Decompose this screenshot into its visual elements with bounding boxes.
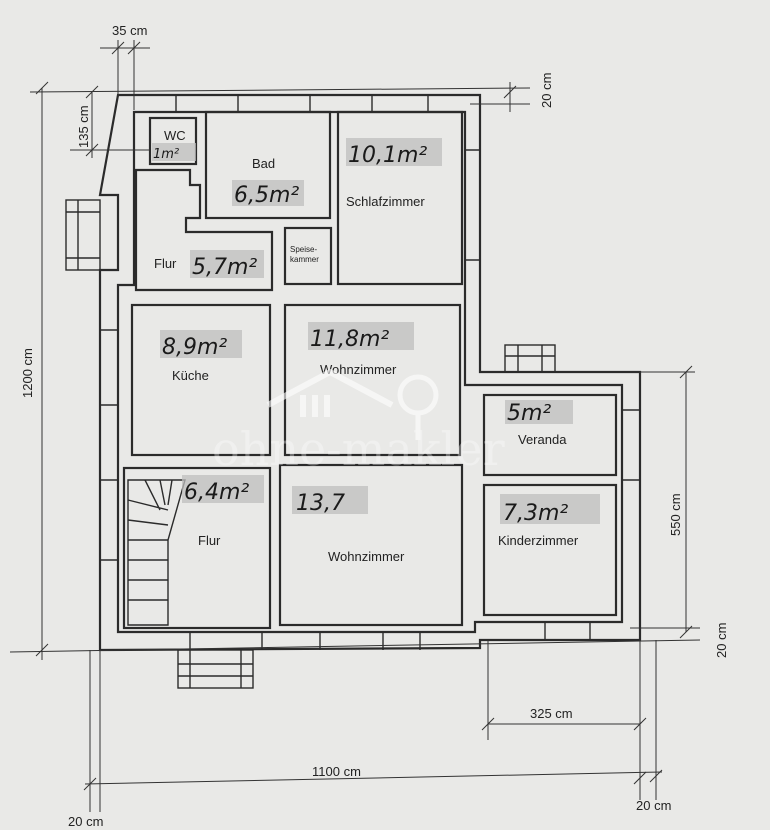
- room-kinderzimmer: [482, 483, 618, 617]
- room-flur-top: [134, 168, 274, 292]
- area-schlafzimmer: 10,1m²: [348, 143, 427, 168]
- room-wc: [148, 116, 198, 166]
- label-kinderzimmer: Kinderzimmer: [498, 533, 579, 548]
- label-flur-top: Flur: [154, 256, 177, 271]
- area-veranda: 5m²: [507, 401, 551, 426]
- dim-135: 135 cm: [76, 105, 91, 148]
- area-values: 1m² 6,5m² 10,1m² 5,7m² 8,9m² 11,8m² 5m² …: [153, 143, 568, 526]
- dim-20-top: 20 cm: [539, 73, 554, 108]
- area-kinderzimmer: 7,3m²: [503, 501, 568, 526]
- dim-35: 35 cm: [112, 23, 147, 38]
- dimension-lines: [9, 40, 701, 812]
- watermark: ohne-makler: [212, 368, 505, 476]
- exterior-steps: [65, 199, 556, 689]
- room-flur-bottom: [122, 466, 272, 630]
- room-wohnzimmer-bottom: [278, 463, 464, 627]
- label-schlafzimmer: Schlafzimmer: [346, 194, 425, 209]
- dim-20-bottom-right: 20 cm: [636, 798, 671, 813]
- dim-550: 550 cm: [668, 493, 683, 536]
- label-speisekammer-1: Speise-: [290, 245, 317, 254]
- outer-walls: [98, 93, 642, 652]
- dim-325: 325 cm: [530, 706, 573, 721]
- room-schlafzimmer: [336, 110, 464, 286]
- label-wohnzimmer-top: Wohnzimmer: [320, 362, 397, 377]
- area-flur-top: 5,7m²: [192, 255, 257, 280]
- dim-20-right: 20 cm: [714, 623, 729, 658]
- label-speisekammer-2: kammer: [290, 255, 319, 264]
- room-labels: WC Bad Schlafzimmer Flur Speise- kammer …: [154, 128, 579, 564]
- watermark-text: ohne-makler: [212, 422, 505, 476]
- staircase: [127, 479, 186, 626]
- dim-1100: 1100 cm: [312, 764, 361, 779]
- dimension-labels: 35 cm 20 cm 135 cm 1200 cm 550 cm 20 cm …: [20, 23, 729, 829]
- label-bad: Bad: [252, 156, 275, 171]
- label-veranda: Veranda: [518, 432, 567, 447]
- label-flur-bottom: Flur: [198, 533, 221, 548]
- dim-20-bottom-left: 20 cm: [68, 814, 103, 829]
- room-bad: [204, 110, 332, 220]
- room-speisekammer: [283, 226, 333, 286]
- room-veranda: [482, 393, 618, 477]
- dim-1200: 1200 cm: [20, 348, 35, 398]
- area-wohnzimmer-bottom: 13,7: [296, 491, 345, 516]
- label-wc: WC: [164, 128, 186, 143]
- label-kueche: Küche: [172, 368, 209, 383]
- room-wohnzimmer-top: [283, 303, 462, 457]
- label-wohnzimmer-bottom: Wohnzimmer: [328, 549, 405, 564]
- interior-walls: [122, 110, 618, 630]
- area-flur-bottom: 6,4m²: [184, 480, 249, 505]
- area-bad: 6,5m²: [234, 183, 299, 208]
- area-highlights: [152, 138, 600, 524]
- area-wohnzimmer-top: 11,8m²: [310, 327, 389, 352]
- room-kueche: [130, 303, 272, 457]
- area-wc: 1m²: [153, 147, 179, 162]
- area-kueche: 8,9m²: [162, 335, 227, 360]
